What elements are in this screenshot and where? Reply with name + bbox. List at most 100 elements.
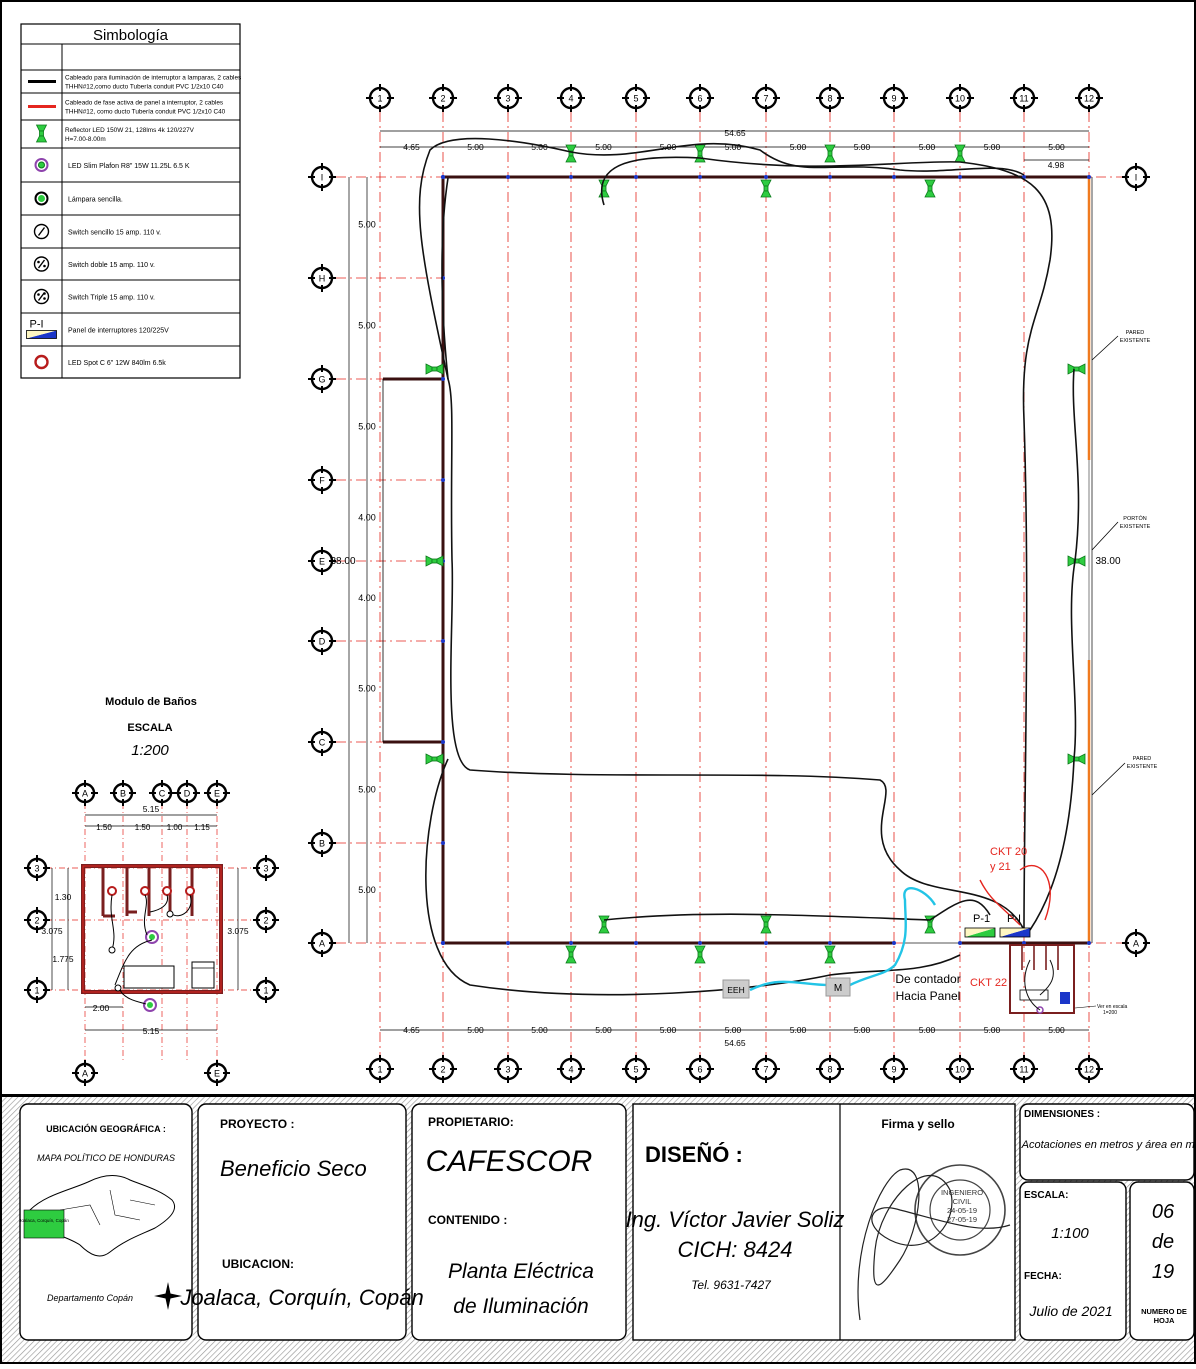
dim-text: 5.00 (790, 1025, 807, 1035)
gate-note: EXISTENTE (1120, 524, 1151, 530)
map-departments (59, 1189, 156, 1226)
propietario-box (411, 1103, 627, 1341)
switch-dot (43, 297, 46, 300)
grid-bubble-label: 2 (440, 1065, 445, 1075)
legend-frame (20, 23, 241, 379)
eeh-box (722, 979, 750, 999)
diseno-label: DISEÑÓ : (645, 1142, 743, 1167)
legend-item-text: LED Spot C 6" 12W 840lm 6.5k (68, 360, 166, 367)
grid-bubble-label: A (82, 1069, 88, 1079)
ubicacion-value: Joalaca, Corquín, Copán (179, 1285, 423, 1310)
compass-ew (154, 1293, 182, 1299)
dim-text: 4.00 (358, 593, 376, 603)
legend-item-text: Lámpara sencilla. (68, 197, 123, 204)
dim-text: 5.00 (358, 885, 376, 895)
grid-bubble-label: 1 (263, 986, 268, 996)
title-block: UBICACIÓN GEOGRÁFICA :MAPA POLÍTICO DE H… (0, 1095, 1196, 1364)
dim-text: 1.30 (55, 892, 72, 902)
ckt-20-label: CKT 20 (990, 846, 1027, 858)
grid-bubble-label: G (318, 375, 325, 385)
banos-wiring (110, 894, 192, 1005)
panel-box (26, 330, 57, 339)
grid-node (441, 941, 445, 945)
dim-text: 5.00 (660, 1025, 677, 1035)
hoja-de: de (1152, 1231, 1174, 1253)
proyecto-box (197, 1103, 407, 1341)
grid-bubble-label: 5 (633, 94, 638, 104)
grid-node (828, 941, 832, 945)
grid-node (441, 639, 445, 643)
dim-text: 5.00 (358, 321, 376, 331)
grid-bubble-label: F (319, 476, 325, 486)
grid-node (698, 941, 702, 945)
dim-text: 5.00 (358, 422, 376, 432)
grid-bubble-label: 8 (827, 1065, 832, 1075)
seal-inner (929, 1179, 991, 1241)
grid-bubble-label: I (1135, 173, 1138, 183)
fecha-value: Julio de 2021 (1028, 1303, 1112, 1319)
leader (1074, 1005, 1097, 1009)
dim-text: 3.075 (227, 926, 249, 936)
dim-text: 5.00 (531, 1025, 548, 1035)
grid-bubble-label: 9 (891, 1065, 896, 1075)
seal-text: 27-05-19 (947, 1215, 977, 1224)
grid-bubble-label: A (319, 939, 325, 949)
grid-node (441, 377, 445, 381)
dim-text: 5.00 (725, 1025, 742, 1035)
grid-bubble-label: B (319, 839, 325, 849)
grid-bubble-label: 1 (377, 1065, 382, 1075)
switch-stroke (37, 227, 46, 236)
banos-escala: 1:200 (131, 742, 169, 759)
grid-node (892, 175, 896, 179)
contenido-label: CONTENIDO : (428, 1213, 507, 1227)
grid-node (441, 841, 445, 845)
lamp-inner (38, 195, 45, 202)
grid-bubble-label: 2 (34, 916, 39, 926)
fixture (191, 961, 215, 989)
panel-triangle-light (26, 330, 57, 339)
hoja-num: 06 (1152, 1201, 1175, 1223)
gate-note: PORTÓN (1123, 515, 1146, 522)
map-location-tag: Joalaca, Corquín, Copán (19, 1218, 69, 1223)
grid-bubble-label: E (214, 789, 220, 799)
dim-text: 54.65 (724, 128, 746, 138)
contador-label: Hacia Panel (896, 989, 961, 1003)
grid-bubble-label: 6 (697, 94, 702, 104)
meter-box (825, 977, 851, 997)
dim-text: 5.00 (984, 1025, 1001, 1035)
dim-text: 5.00 (467, 1025, 484, 1035)
grid-bubble-label: 10 (955, 94, 965, 104)
escala-label: ESCALA: (1024, 1190, 1068, 1201)
dim-text: 5.15 (143, 1026, 160, 1036)
seal-text: 24-05-19 (947, 1206, 977, 1215)
grid-bubble-label: 12 (1084, 1065, 1094, 1075)
legend-item-text: H=7.00-8.00m (65, 136, 106, 143)
dim-text: 5.00 (467, 142, 484, 152)
grid-node (441, 478, 445, 482)
dim-text: 5.00 (919, 142, 936, 152)
legend-item-text: Switch sencillo 15 amp. 110 v. (68, 230, 161, 237)
legend-item-text: Cableado de fase activa de panel a inter… (65, 100, 223, 107)
grid-bubble-label: H (319, 274, 326, 284)
grid-bubble-label: A (82, 789, 88, 799)
dim-text: 2.00 (93, 1003, 110, 1013)
departamento-label: Departamento Copán (47, 1293, 133, 1303)
panel-box (964, 927, 996, 938)
grid-bubble-label: 3 (263, 864, 268, 874)
grid-node (764, 941, 768, 945)
dim-text: 4.00 (358, 513, 376, 523)
wall-note: PARED (1133, 756, 1152, 762)
ubicacion-geo-label: UBICACIÓN GEOGRÁFICA : (46, 1123, 166, 1134)
led-spot-icon (34, 354, 49, 370)
ckt-20-label: y 21 (990, 861, 1011, 873)
grid-bubble-label: 7 (763, 94, 768, 104)
legend-item-text: THHN#12, como ducto Tubería conduit PVC … (65, 109, 226, 116)
grid-node (569, 175, 573, 179)
dim-text: 5.00 (595, 142, 612, 152)
wall-note: EXISTENTE (1120, 338, 1151, 344)
dim-text: 5.00 (984, 142, 1001, 152)
wall-note: PARED (1126, 330, 1145, 336)
